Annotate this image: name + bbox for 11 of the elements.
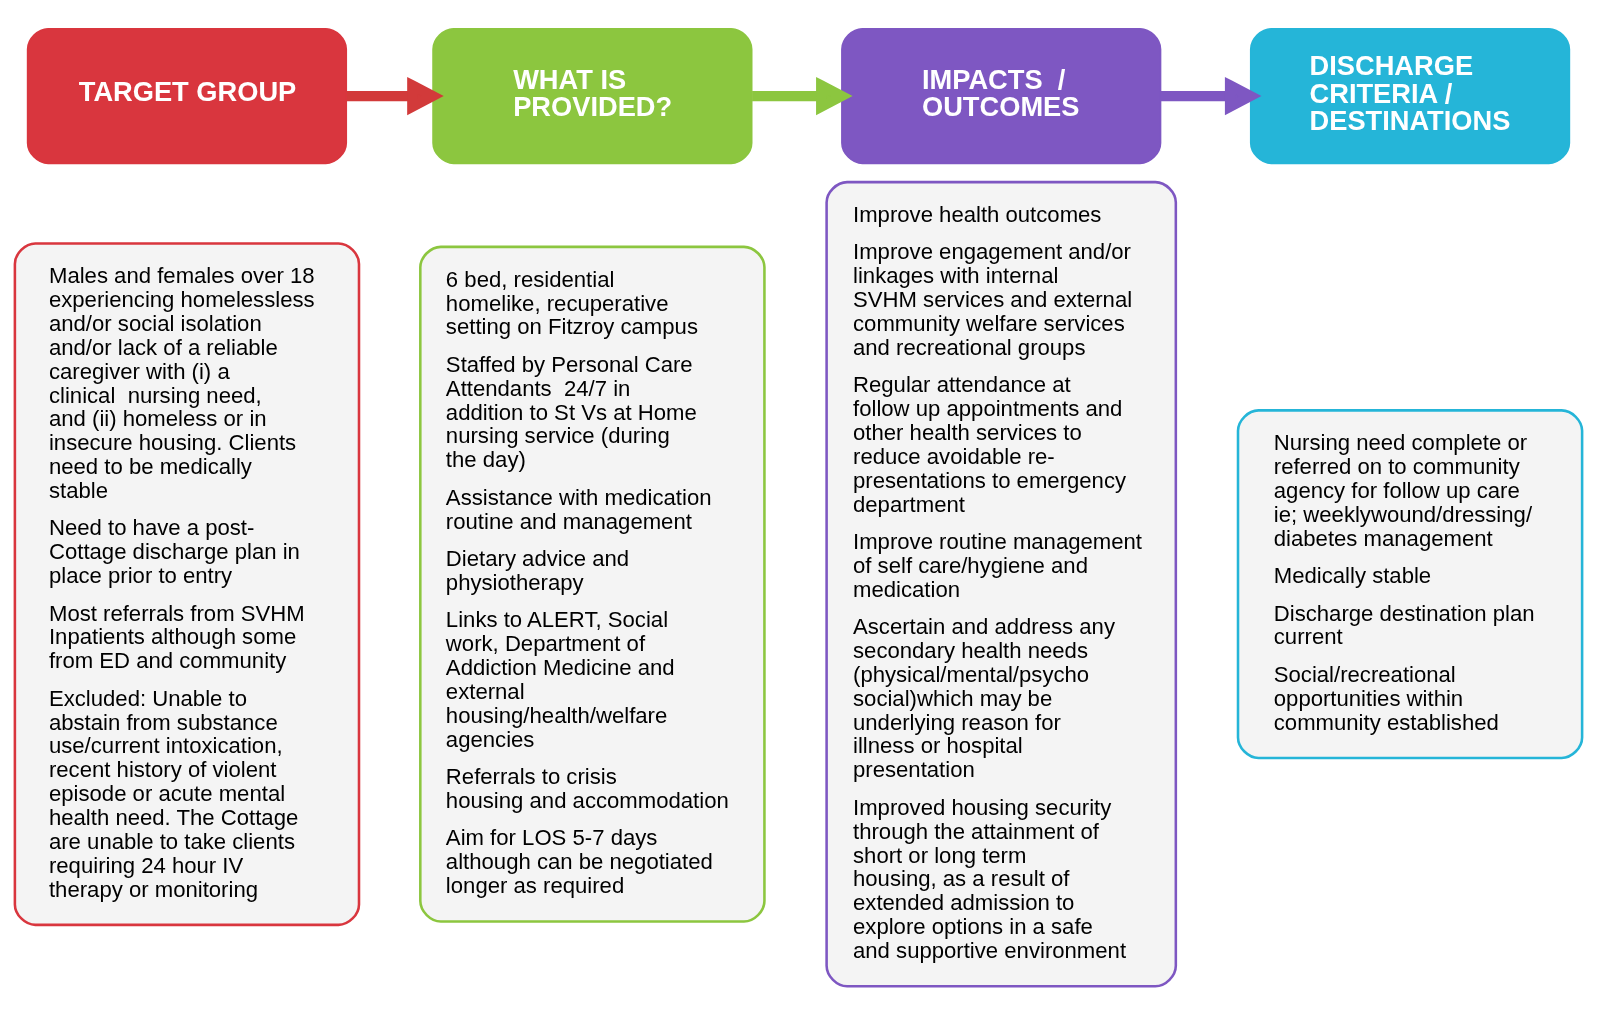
arrow: [1160, 76, 1262, 116]
node-box: Improve health outcomes Improve engagement and/or linkages with internal SVHM services and external community welfare services and recreational groups Regular attendance at follow up appointments and other health services to reduce avoidable re-presentations to emergency department Improve routine management of self care/hygiene and medication Ascertain and address any secondary health needs (physical/mental/psycho social)which may be underlying reason for illness or hospital presentation Improved housing security through the attainment of short or long term housing, as a result of extended admission to explore options in a safe and supportive environment: [825, 180, 1178, 988]
arrow: [346, 76, 444, 116]
node-box: WHAT IS PROVIDED?: [432, 27, 753, 165]
arrow: [752, 76, 853, 116]
node-box: TARGET GROUP: [26, 27, 348, 165]
node-box: Males and females over 18 experiencing homelessless and/or social isolation and/or lack of a reliable caregiver with (i) a clinical nursing need, and (ii) homeless or in insecure housing. Clients need to be medically stable Need to have a post-Cottage discharge plan in place prior to entry Most referrals from SVHM Inpatients although some from ED and community Excluded: Unable to abstain from substance use/current intoxication, recent history of violent episode or acute mental health need. The Cottage are unable to take clients requiring 24 hour IV therapy or monitoring: [13, 242, 361, 927]
node-box: 6 bed, residential homelike, recuperative setting on Fitzroy campus Staffed by Personal Care Attendants 24/7 in addition to St Vs at Home nursing service (during the day) Assistance with medication routine and management Dietary advice and physiotherapy Links to ALERT, Social work, Department of Addiction Medicine and external housing/health/welfare agencies Referrals to crisis housing and accommodation Aim for LOS 5-7 days although can be negotiated longer as required: [419, 245, 766, 923]
node-box: Nursing need complete or referred on to community agency for follow up care ie; weeklywound/dressing/ diabetes management Medically stable Discharge destination plan current Social/recreational opportunities within community established: [1236, 409, 1584, 760]
node-box: DISCHARGE CRITERIA / DESTINATIONS: [1249, 27, 1571, 165]
node-box: IMPACTS / OUTCOMES: [841, 27, 1162, 165]
